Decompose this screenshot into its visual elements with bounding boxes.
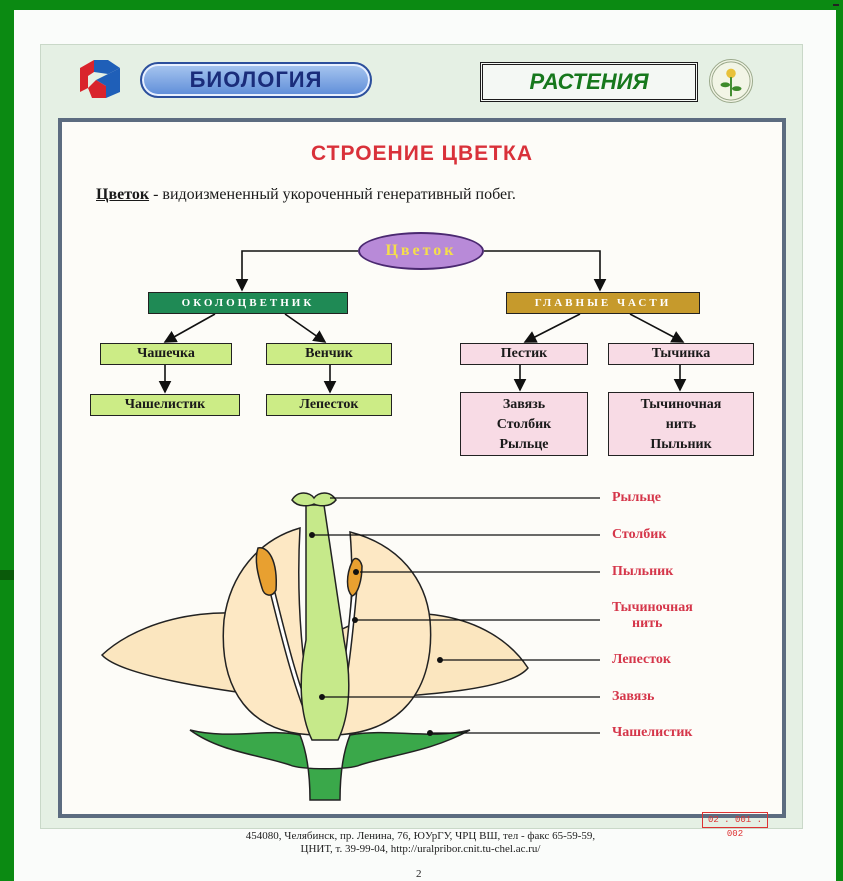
label-filament-1: Тычиночная — [612, 600, 693, 615]
petal-node: Лепесток — [266, 394, 392, 416]
definition-body: - видоизмененный укороченный генеративны… — [149, 186, 516, 203]
stigma — [291, 492, 337, 507]
left-edge-mark — [0, 570, 14, 580]
page-number: 2 — [416, 868, 422, 880]
calyx-node: Чашечка — [100, 343, 232, 365]
topic-box: РАСТЕНИЯ — [480, 62, 698, 102]
footer-line-2: ЦНИТ, т. 39-99-04, http://uralpribor.cni… — [300, 843, 541, 855]
pistil-part-style: Столбик — [496, 417, 552, 432]
label-petal: Лепесток — [612, 652, 671, 667]
label-ovary: Завязь — [612, 689, 655, 704]
label-stigma: Рыльце — [612, 490, 662, 505]
sepal-node: Чашелистик — [90, 394, 240, 416]
anther-right — [346, 557, 363, 597]
label-anther: Пыльник — [612, 564, 674, 579]
label-filament-2: нить — [632, 616, 663, 631]
stamen-node: Тычинка — [608, 343, 754, 365]
label-sepal: Чашелистик — [612, 725, 693, 740]
page-title: СТРОЕНИЕ ЦВЕТКА — [311, 142, 533, 165]
pistil — [300, 504, 350, 741]
definition-text: Цветок - видоизмененный укороченный гене… — [96, 186, 516, 204]
corolla-node: Венчик — [266, 343, 392, 365]
pistil-part-ovary: Завязь — [502, 397, 546, 412]
pistil-node: Пестик — [460, 343, 588, 365]
pistil-part-stigma: Рыльце — [499, 437, 549, 452]
definition-term: Цветок — [96, 186, 150, 203]
main-parts-node: ГЛАВНЫЕ ЧАСТИ — [506, 292, 700, 314]
stamen-part-anther: Пыльник — [650, 437, 712, 452]
logo-icon — [80, 60, 120, 98]
anther-left — [255, 547, 277, 596]
footer-address: 454080, Челябинск, пр. Ленина, 76, ЮУрГУ… — [40, 830, 801, 856]
pistil-parts-node: Завязь Столбик Рыльце — [460, 392, 588, 456]
stamen-part-filament-2: нить — [665, 417, 697, 432]
corner-mark — [833, 4, 839, 6]
subject-badge: БИОЛОГИЯ — [140, 62, 372, 98]
label-style: Столбик — [612, 527, 667, 542]
footer-line-1: 454080, Челябинск, пр. Ленина, 76, ЮУрГУ… — [245, 830, 596, 842]
stamen-part-filament-1: Тычиночная — [640, 397, 722, 412]
perianth-node: ОКОЛОЦВЕТНИК — [148, 292, 348, 314]
poster-code: 02 . 001 . 002 — [702, 812, 768, 839]
flower-emblem-icon — [709, 59, 753, 103]
root-node: Цветок — [358, 232, 484, 270]
sepals — [189, 729, 471, 801]
stamen-parts-node: Тычиночная нить Пыльник — [608, 392, 754, 456]
